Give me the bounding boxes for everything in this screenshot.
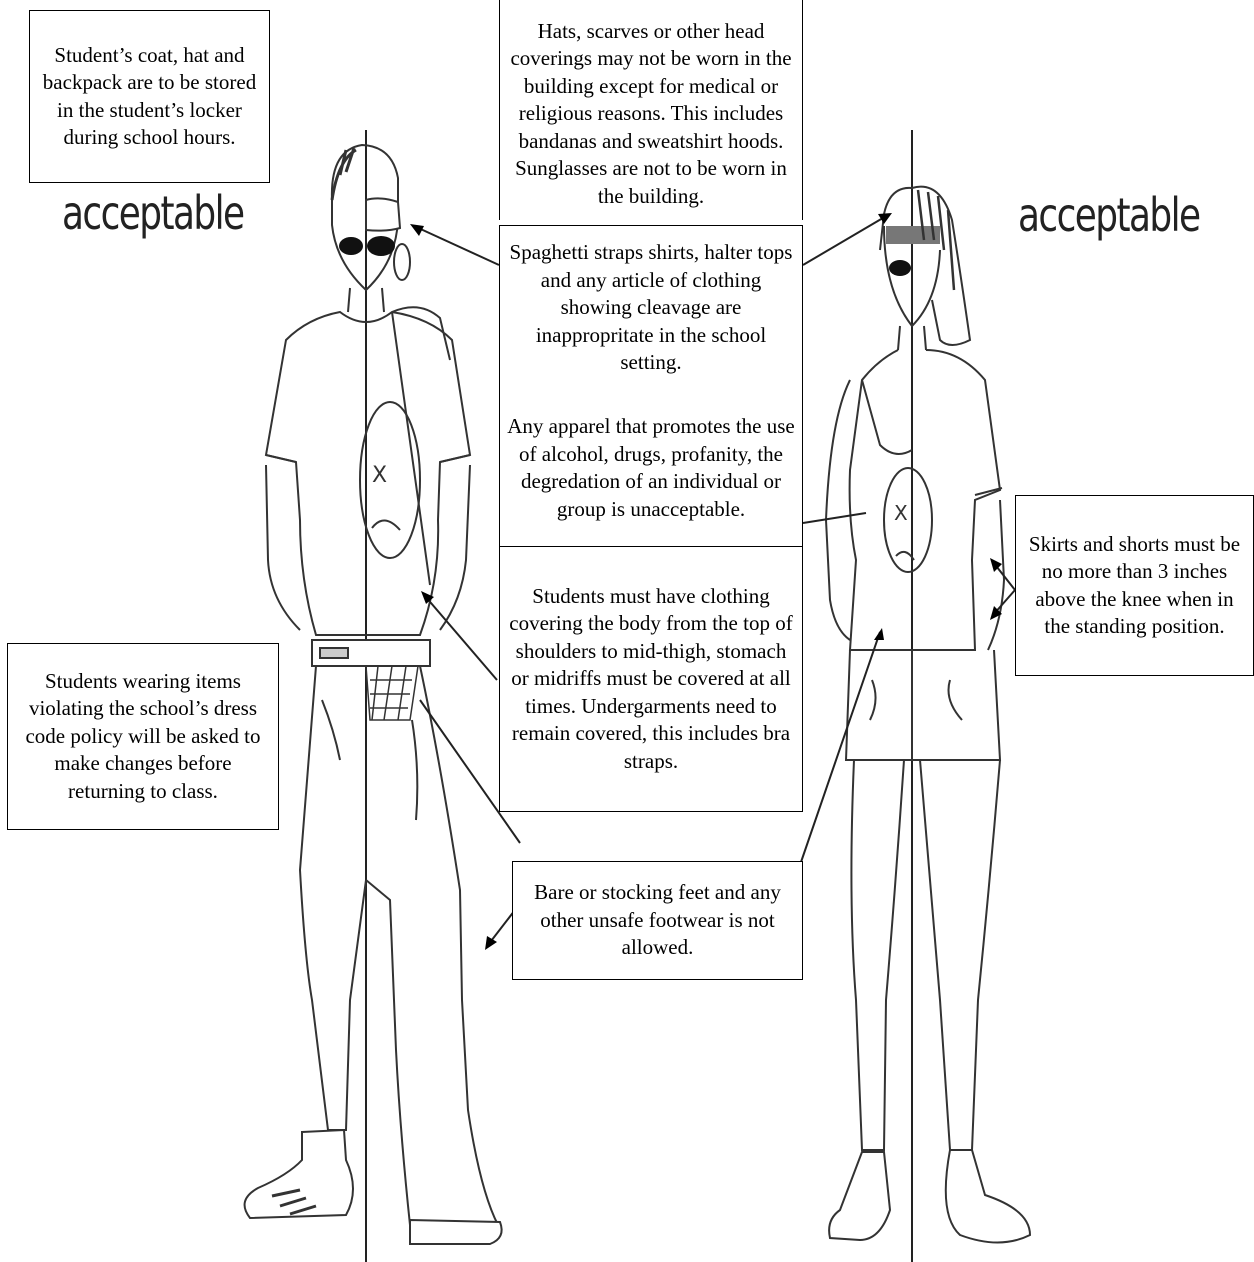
arrowhead-hats-left — [410, 224, 424, 236]
coverage-rule-text: Students must have clothing covering the… — [506, 583, 796, 776]
skirts-rule-text: Skirts and shorts must be no more than 3… — [1022, 531, 1247, 641]
coat-rule-text: Student’s coat, hat and backpack are to … — [36, 42, 263, 152]
left-acceptable-label: acceptable — [62, 186, 244, 240]
violating-rule-text: Students wearing items violating the sch… — [14, 668, 272, 806]
arrow-coverage — [425, 596, 497, 680]
arrow-hats-left — [414, 226, 499, 265]
violating-rule-box: Students wearing items violating the sch… — [7, 643, 279, 830]
hats-rule-box: Hats, scarves or other head coverings ma… — [499, 0, 803, 220]
straps-rule-text: Spaghetti straps shirts, halter tops and… — [506, 239, 796, 377]
arrow-hats-right — [803, 215, 888, 265]
arrow-apparel — [803, 513, 866, 523]
right-acceptable-label: acceptable — [1018, 188, 1200, 242]
coverage-rule-box: Students must have clothing covering the… — [499, 546, 803, 812]
smiley-eye-right: X — [894, 501, 908, 525]
male-figure — [245, 145, 502, 1244]
smiley-eye-left: X — [372, 463, 387, 488]
arrowhead-feet — [485, 936, 497, 950]
apparel-rule-text: Any apparel that promotes the use of alc… — [506, 413, 796, 523]
apparel-rule-box: Any apparel that promotes the use of alc… — [499, 390, 803, 547]
female-figure — [826, 187, 1030, 1243]
arrow-shorts — [800, 632, 880, 865]
arrowhead-shorts — [874, 628, 884, 640]
feet-rule-box: Bare or stocking feet and any other unsa… — [512, 861, 803, 980]
straps-rule-box: Spaghetti straps shirts, halter tops and… — [499, 225, 803, 391]
skirts-rule-box: Skirts and shorts must be no more than 3… — [1015, 495, 1254, 676]
feet-rule-text: Bare or stocking feet and any other unsa… — [519, 879, 796, 962]
hats-rule-text: Hats, scarves or other head coverings ma… — [506, 18, 796, 211]
coat-rule-box: Student’s coat, hat and backpack are to … — [29, 10, 270, 183]
